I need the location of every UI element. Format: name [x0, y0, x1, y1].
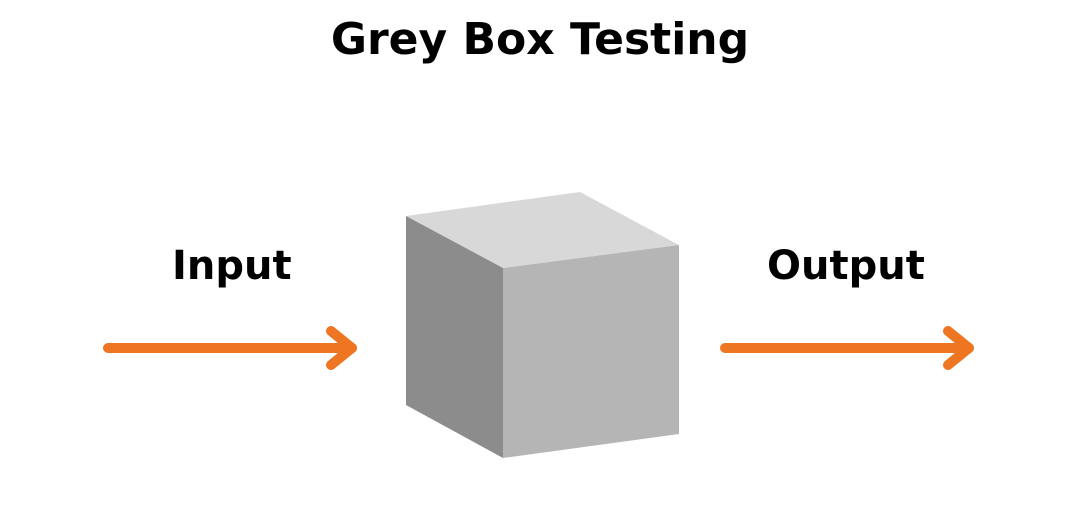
input-label: Input [172, 243, 292, 289]
output-label: Output [767, 243, 925, 289]
grey-box-cube [406, 192, 679, 458]
input-arrow [103, 326, 357, 370]
cube-left-face [406, 216, 503, 458]
cube-front-face [503, 245, 679, 458]
cube-top-face [406, 192, 679, 268]
diagram-title: Grey Box Testing [330, 14, 750, 65]
output-arrow [720, 326, 974, 370]
